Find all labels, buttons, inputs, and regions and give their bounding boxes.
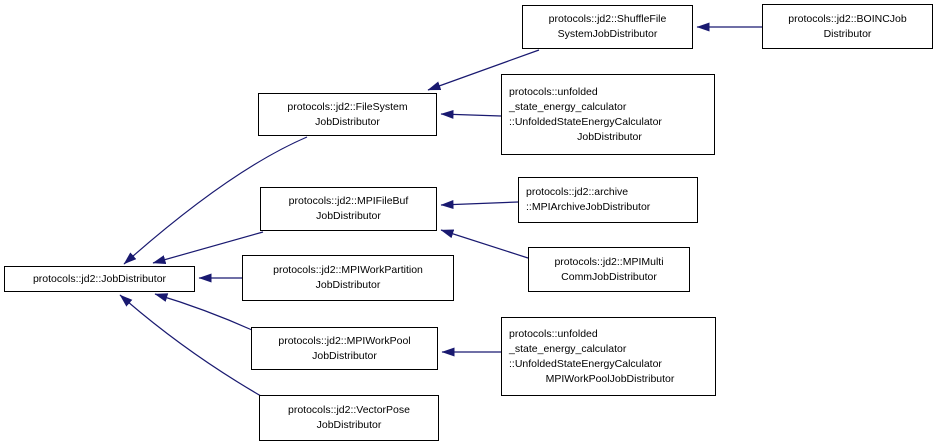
node-label: protocols::jd2::MPIWorkPartition: [273, 264, 423, 276]
node-mpifilebuf-jobdistributor[interactable]: protocols::jd2::MPIFileBuf JobDistributo…: [260, 187, 437, 231]
node-label: protocols::jd2::ShuffleFile: [548, 13, 667, 25]
node-label: protocols::unfolded: [509, 327, 598, 340]
edge-mpimulticomm-to-mpifilebuf: [440, 229, 529, 259]
node-shufflefilesystem-jobdistributor[interactable]: protocols::jd2::ShuffleFile SystemJobDis…: [522, 5, 693, 49]
node-label: protocols::jd2::MPIFileBuf: [288, 195, 409, 207]
node-vectorpose-jobdistributor[interactable]: protocols::jd2::VectorPose JobDistributo…: [259, 395, 439, 441]
node-mpiworkpartition-jobdistributor[interactable]: protocols::jd2::MPIWorkPartition JobDist…: [242, 255, 454, 301]
node-boinc-jobdistributor[interactable]: protocols::jd2::BOINCJob Distributor: [762, 4, 933, 49]
node-label: protocols::unfolded: [509, 85, 598, 98]
node-label: _state_energy_calculator: [509, 100, 627, 113]
node-filesystem-jobdistributor[interactable]: protocols::jd2::FileSystem JobDistributo…: [258, 93, 437, 136]
node-mpiworkpool-jobdistributor[interactable]: protocols::jd2::MPIWorkPool JobDistribut…: [251, 327, 438, 370]
node-label: MPIWorkPoolJobDistributor: [545, 372, 675, 385]
edge-mpiworkpool-to-jobdistributor: [154, 293, 253, 331]
node-label: ::MPIArchiveJobDistributor: [526, 201, 651, 213]
node-mpimulticomm-jobdistributor[interactable]: protocols::jd2::MPIMulti CommJobDistribu…: [528, 247, 690, 292]
node-label: JobDistributor: [315, 115, 380, 128]
node-jobdistributor[interactable]: protocols::jd2::JobDistributor: [4, 266, 195, 292]
node-label: ::UnfoldedStateEnergyCalculator: [509, 115, 662, 128]
node-label: protocols::jd2::MPIMulti: [554, 255, 664, 268]
node-label: ::UnfoldedStateEnergyCalculator: [509, 357, 662, 370]
node-label: CommJobDistributor: [561, 270, 657, 283]
node-label: protocols::jd2::FileSystem: [287, 100, 408, 113]
edge-archive-to-mpifilebuf: [440, 200, 519, 210]
edge-vectorpose-to-jobdistributor: [119, 294, 262, 397]
node-label: protocols::jd2::VectorPose: [288, 404, 410, 416]
node-label: JobDistributor: [316, 419, 382, 431]
node-label: JobDistributor: [316, 210, 381, 222]
node-label: protocols::jd2::BOINCJob: [788, 12, 907, 25]
node-label: JobDistributor: [577, 130, 642, 143]
node-mpiarchive-jobdistributor[interactable]: protocols::jd2::archive ::MPIArchiveJobD…: [518, 177, 698, 223]
node-unfoldedstateenergycalculator-mpiworkpool-jobdistributor[interactable]: protocols::unfolded _state_energy_calcul…: [501, 317, 716, 396]
node-label: protocols::jd2::MPIWorkPool: [278, 334, 411, 347]
node-label: SystemJobDistributor: [557, 28, 658, 40]
edge-unfoldedjd-to-filesystem: [440, 109, 502, 119]
node-label: JobDistributor: [315, 279, 381, 291]
node-label: protocols::jd2::JobDistributor: [32, 272, 167, 285]
node-label: Distributor: [823, 27, 872, 40]
node-label: _state_energy_calculator: [509, 342, 627, 355]
node-label: JobDistributor: [312, 349, 377, 362]
node-unfoldedstateenergycalculator-jobdistributor[interactable]: protocols::unfolded _state_energy_calcul…: [501, 74, 715, 155]
node-label: protocols::jd2::archive: [526, 186, 629, 198]
